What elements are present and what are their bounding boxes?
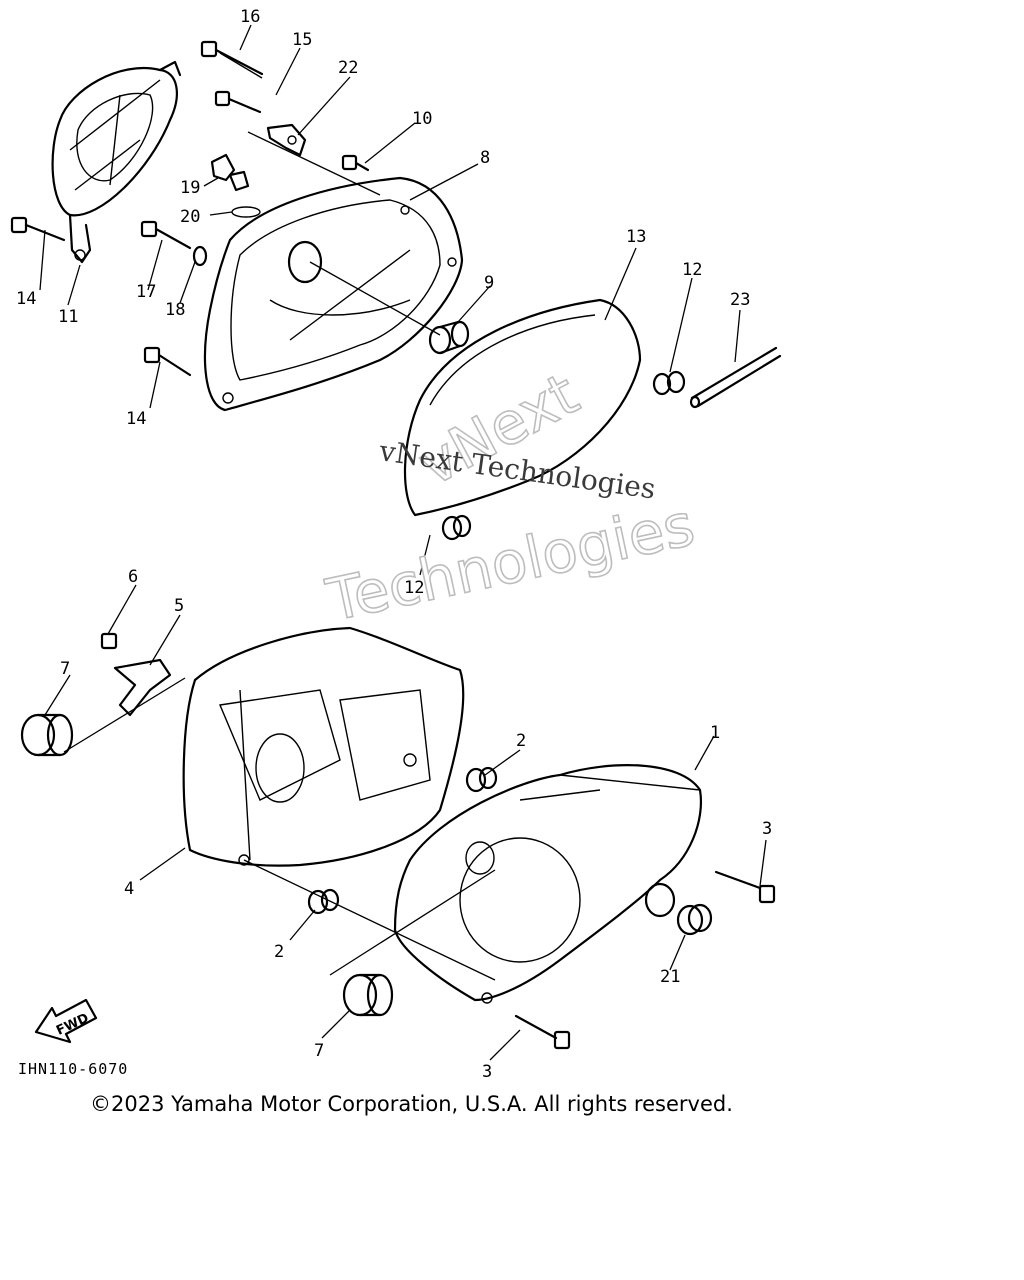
- callout-7-lower: 7: [314, 1041, 324, 1061]
- callout-2-upper: 2: [516, 731, 526, 751]
- dowel-9: [428, 320, 470, 355]
- plug-21: [676, 903, 713, 936]
- watermark: vNext Technologies vNext Technologies: [320, 359, 701, 636]
- callout-14-upper: 14: [16, 289, 36, 309]
- callout-12-right: 12: [682, 260, 702, 280]
- watermark-outline-line2: Technologies: [320, 490, 700, 634]
- bolt-16: [200, 40, 264, 79]
- callout-1: 1: [710, 723, 720, 743]
- dowel-2-lower: [307, 888, 340, 915]
- leader-lines: [39, 24, 767, 1061]
- callout-6: 6: [128, 567, 138, 587]
- callout-numbers: 16 15 22 10 8 19 20 17 18 14 11 9 13 12 …: [16, 7, 772, 1082]
- callout-21: 21: [660, 967, 680, 987]
- rod-23: [689, 346, 782, 409]
- callout-14-lower: 14: [126, 409, 146, 429]
- callout-3-lower: 3: [482, 1062, 492, 1082]
- engine-mount-7-left: [20, 713, 74, 757]
- callout-11: 11: [58, 307, 78, 327]
- bolt-17: [140, 220, 192, 250]
- diagram-code: IHN110-6070: [18, 1060, 128, 1078]
- callout-8: 8: [480, 148, 490, 168]
- dowel-12-right: [652, 370, 686, 396]
- callout-3-right: 3: [762, 819, 772, 839]
- bolt-15: [214, 90, 262, 114]
- washer-18: [192, 245, 208, 267]
- bolt-14-upper: [10, 216, 66, 242]
- bolt-3-lower: [514, 1014, 571, 1050]
- callout-16: 16: [240, 7, 260, 27]
- callout-4: 4: [124, 879, 134, 899]
- crankcase-cover-8: [203, 176, 464, 412]
- callout-2-lower: 2: [274, 942, 284, 962]
- gasket-13: [403, 298, 642, 517]
- callout-7-left: 7: [60, 659, 70, 679]
- plug-19: [210, 153, 250, 192]
- bolt-6: [100, 632, 118, 650]
- fwd-arrow: FWD: [34, 998, 98, 1044]
- callout-19: 19: [180, 178, 200, 198]
- callout-9: 9: [484, 273, 494, 293]
- fan-shroud-11: [51, 60, 182, 264]
- dowel-12-lower: [441, 514, 472, 541]
- crankcase-right-1: [393, 764, 702, 1004]
- crankcase-left-4: [182, 626, 465, 867]
- callout-20: 20: [180, 207, 200, 227]
- gasket-13-inner: [429, 314, 596, 406]
- callout-5: 5: [174, 596, 184, 616]
- copyright-notice: ©2023 Yamaha Motor Corporation, U.S.A. A…: [90, 1092, 733, 1116]
- dowel-2-upper: [465, 766, 498, 793]
- bracket-5: [113, 658, 172, 717]
- callout-18: 18: [165, 300, 185, 320]
- callout-17: 17: [136, 282, 156, 302]
- callout-13: 13: [626, 227, 646, 247]
- bolt-14-lower: [143, 346, 192, 377]
- o-ring-20: [231, 206, 261, 218]
- callout-12-lower: 12: [404, 578, 424, 598]
- callout-15: 15: [292, 30, 312, 50]
- callout-10: 10: [412, 109, 432, 129]
- bracket-22: [266, 123, 307, 157]
- callout-22: 22: [338, 58, 358, 78]
- bolt-3-right: [714, 870, 776, 904]
- engine-mount-7-lower: [342, 973, 394, 1017]
- bolt-10: [341, 154, 370, 172]
- callout-23: 23: [730, 290, 750, 310]
